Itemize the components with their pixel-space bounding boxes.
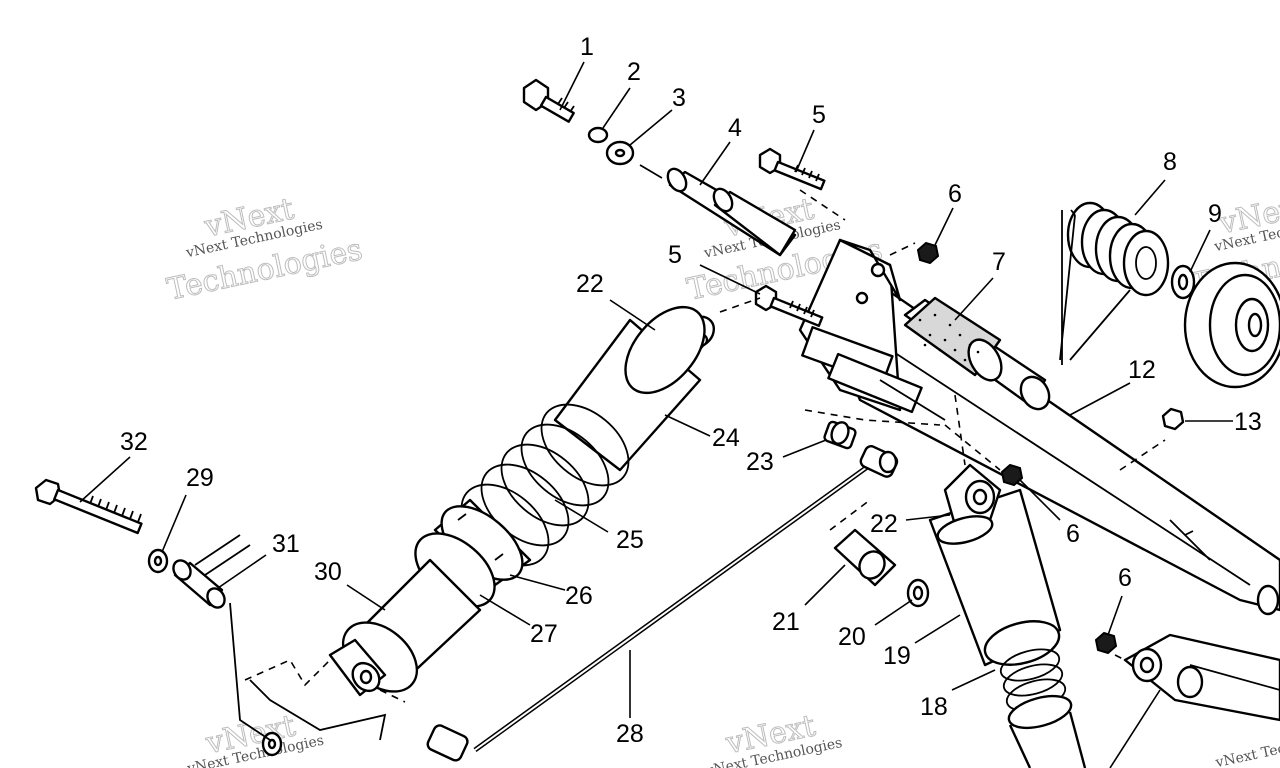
leader-lines	[79, 61, 1233, 768]
callout-7: 7	[992, 248, 1006, 276]
callout-3: 3	[672, 84, 686, 112]
callout-12: 12	[1128, 356, 1156, 384]
callout-31: 31	[272, 530, 300, 558]
callout-5-lower: 5	[668, 241, 682, 269]
spring-part-18	[999, 648, 1073, 730]
callout-8: 8	[1163, 148, 1177, 176]
callout-5-upper: 5	[812, 101, 826, 129]
nut-part-6-top	[916, 241, 940, 265]
callout-21: 21	[772, 608, 800, 636]
callout-22-lower: 22	[870, 510, 898, 538]
nut-part-6-bottom	[1094, 631, 1118, 655]
bolt-part-5-upper	[758, 147, 826, 191]
callout-6-middle: 6	[1066, 520, 1080, 548]
lock-washer-part-2	[587, 126, 609, 144]
callout-22-upper: 22	[576, 270, 604, 298]
sleeve-part-21	[833, 528, 897, 587]
shock-absorber-main	[328, 305, 716, 697]
shock-absorber-secondary	[928, 463, 1087, 768]
bushing-part-23	[823, 420, 857, 450]
svg-text:vNext Technologies: vNext Technologies	[1213, 727, 1280, 768]
callout-2: 2	[627, 58, 641, 86]
callout-32: 32	[120, 428, 148, 456]
watermark-bottom-left: vNext vNext Technologies	[185, 708, 325, 768]
lower-bracket-part	[1123, 633, 1280, 722]
callout-9: 9	[1208, 200, 1222, 228]
idler-wheel-part	[1183, 261, 1280, 389]
callout-1: 1	[580, 33, 594, 61]
center-lines	[194, 189, 1166, 741]
callout-23: 23	[746, 448, 774, 476]
callout-26: 26	[565, 582, 593, 610]
callout-labels: 1 2 3 4 5 5 6 6 6 7 8 9 12 13 18 19 20 2…	[120, 33, 1262, 748]
bolt-part-1	[522, 78, 575, 123]
watermark-bottom-center: vNext vNext Technologies	[703, 708, 843, 768]
callout-19: 19	[883, 642, 911, 670]
washer-part-29	[147, 548, 169, 574]
callout-30: 30	[314, 558, 342, 586]
nut-part-6-middle	[1000, 463, 1024, 487]
nut-part-13	[1161, 407, 1185, 431]
pivot-bracket-part	[798, 238, 946, 421]
bolt-part-5-lower	[754, 284, 824, 328]
callout-6-bottom: 6	[1118, 564, 1132, 592]
bolt-part-32	[34, 478, 143, 535]
sleeve-part-4	[666, 167, 797, 257]
watermark-top-left: vNext Technologies vNext Technologies	[164, 191, 366, 308]
grip-texture	[918, 313, 980, 362]
tie-rod-part-28	[426, 445, 899, 762]
callout-18: 18	[920, 693, 948, 721]
callout-29: 29	[186, 464, 214, 492]
washer-part-3	[605, 140, 635, 166]
callout-6-top: 6	[948, 180, 962, 208]
callout-28: 28	[616, 720, 644, 748]
callout-20: 20	[838, 623, 866, 651]
callout-24: 24	[712, 424, 740, 452]
washer-part-20	[906, 578, 930, 608]
callout-13: 13	[1234, 408, 1262, 436]
callout-27: 27	[530, 620, 558, 648]
watermark-bottom-right: vNext Technologies	[1213, 727, 1280, 768]
callout-4: 4	[728, 114, 742, 142]
torsion-spring-part-8	[1059, 201, 1170, 361]
bushing-part-31	[172, 559, 226, 609]
tube-part	[903, 296, 1051, 411]
callout-25: 25	[616, 526, 644, 554]
axis-line	[639, 164, 663, 179]
washer-part-9	[1170, 264, 1196, 300]
